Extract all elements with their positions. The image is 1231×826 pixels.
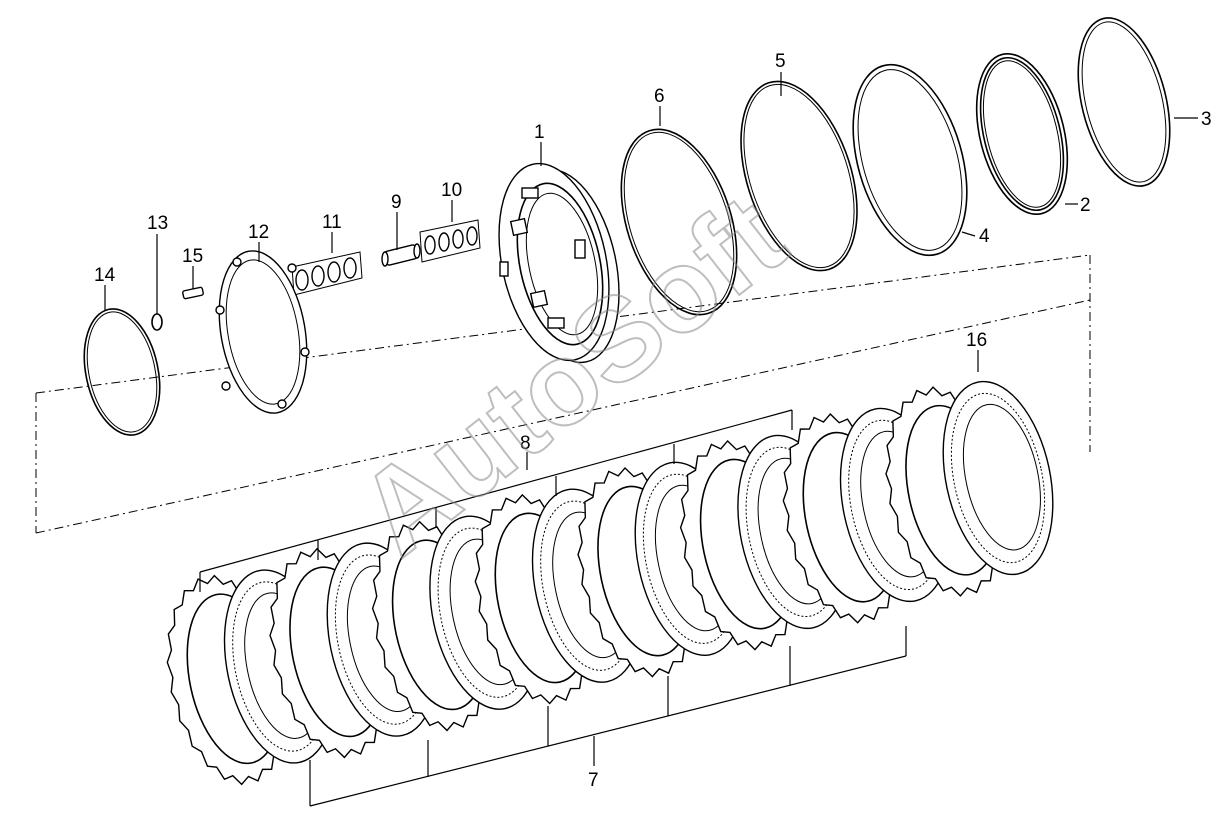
- part-6-o-ring: [620, 128, 738, 316]
- friction-lining: [950, 392, 1046, 564]
- part-1-piston: [498, 162, 620, 364]
- callout-3: 3: [1201, 109, 1212, 130]
- part-10-washers: [419, 219, 481, 263]
- bracket-7-base: [309, 655, 907, 807]
- callout-7: 7: [588, 770, 599, 791]
- callout-8: 8: [520, 433, 531, 454]
- assembly-boundary: [35, 254, 1091, 534]
- part-2-seal-ring: [975, 52, 1069, 216]
- callout-14: 14: [94, 265, 116, 286]
- part-11-washers: [291, 251, 363, 296]
- plate-group-brackets: [199, 409, 907, 807]
- callout-2: 2: [1080, 195, 1091, 216]
- clutch-pack-7-16-8: [166, 380, 1054, 786]
- leader-lines: [104, 72, 1198, 766]
- part-15-dowel: [182, 286, 204, 300]
- callout-13: 13: [147, 213, 168, 234]
- callout-4: 4: [979, 226, 990, 247]
- callout-10: 10: [441, 180, 462, 201]
- bracket-8-base: [199, 409, 793, 573]
- callout-15: 15: [182, 246, 203, 267]
- part-9-pin: [381, 243, 421, 267]
- friction-clutch-plate: [942, 380, 1054, 576]
- callout-12: 12: [248, 222, 269, 243]
- part-14-snap-ring: [83, 308, 161, 436]
- callout-labels: 1 2 3 4 5 6 7 8 9 10 11 12 13 14 15 16: [94, 51, 1212, 791]
- callout-1: 1: [534, 122, 545, 143]
- callout-16: 16: [966, 330, 987, 351]
- part-3-snap-ring: [1077, 17, 1171, 187]
- part-5-o-ring: [740, 80, 858, 272]
- callout-6: 6: [654, 86, 665, 107]
- callout-5: 5: [775, 51, 786, 72]
- plate-inner-bore: [962, 403, 1041, 551]
- callout-11: 11: [322, 212, 342, 233]
- part-12-cover-plate: [215, 250, 310, 414]
- callout-9: 9: [391, 192, 402, 213]
- plate-outer-edge: [942, 380, 1054, 576]
- part-13-small-o-ring: [151, 313, 163, 331]
- part-4-ring: [852, 63, 968, 257]
